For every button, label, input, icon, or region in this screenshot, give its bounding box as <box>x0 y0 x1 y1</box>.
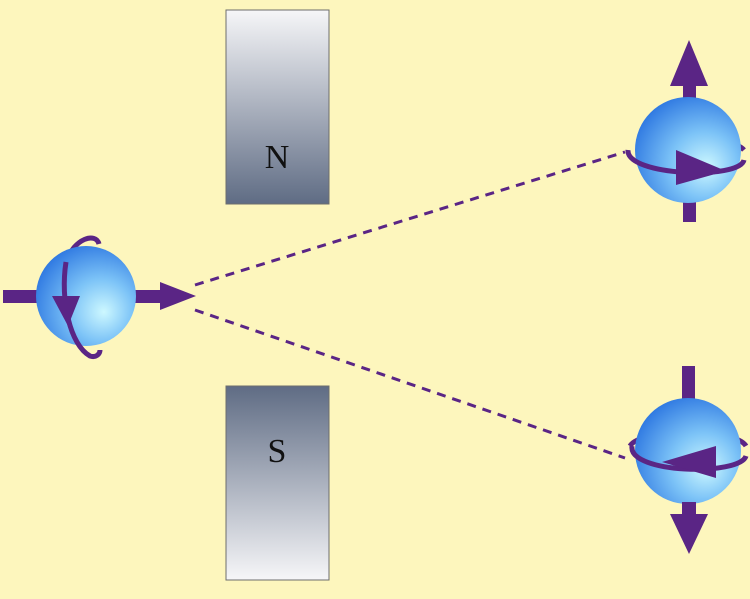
magnet-south: S <box>225 385 330 581</box>
particle-spin-down <box>627 366 749 554</box>
spin-arrow-right-icon <box>130 282 196 310</box>
magnet-south-body <box>225 385 330 581</box>
magnet-north: N <box>225 9 330 205</box>
particle-sphere <box>36 246 136 346</box>
particle-sphere <box>635 97 741 203</box>
spin-axis-left <box>3 290 47 303</box>
magnet-north-body <box>225 9 330 205</box>
rotation-arrowhead-icon <box>662 446 716 478</box>
trajectory-up <box>194 150 626 287</box>
particle-spin-up <box>625 40 747 222</box>
particle-incoming <box>3 235 196 359</box>
rotation-front-arc <box>61 261 103 359</box>
spin-axis-upper <box>682 366 695 402</box>
magnet-south-label: S <box>268 433 287 470</box>
rotation-arrowhead-icon <box>676 150 726 185</box>
rotation-arrowhead-icon <box>52 296 80 326</box>
magnet-north-label: N <box>265 139 290 176</box>
trajectory-down <box>194 308 626 460</box>
spin-arrow-down-icon <box>670 502 708 554</box>
spin-arrow-up-icon <box>670 40 708 100</box>
particle-sphere <box>635 398 741 504</box>
